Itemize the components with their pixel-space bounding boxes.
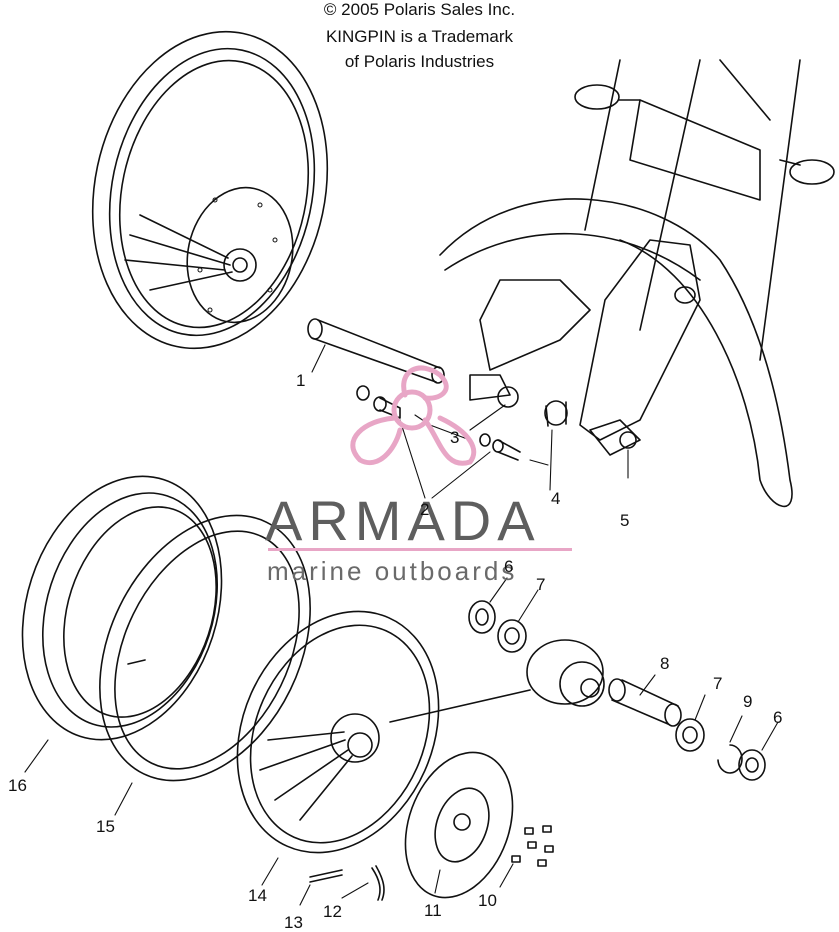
copyright-line-3: of Polaris Industries <box>344 52 495 71</box>
valve-parts <box>309 865 385 901</box>
callout-1: 1 <box>296 371 306 390</box>
rim-strip <box>99 514 311 782</box>
seals-and-bearings <box>468 600 766 781</box>
spacers-and-bolts <box>356 385 637 461</box>
watermark-divider <box>268 548 572 551</box>
callout-12: 12 <box>323 902 342 921</box>
hub <box>389 639 605 723</box>
callout-5: 5 <box>620 511 630 530</box>
disc-bolts <box>511 825 554 867</box>
copyright-line-1: © 2005 Polaris Sales Inc. <box>323 0 516 19</box>
tire <box>21 475 223 741</box>
callout-16: 16 <box>8 776 27 795</box>
callout-6-upper: 6 <box>504 557 514 576</box>
callout-11: 11 <box>424 901 442 920</box>
callout-14: 14 <box>248 886 267 905</box>
callout-4: 4 <box>551 489 561 508</box>
callout-10: 10 <box>478 891 497 910</box>
spacer-tube <box>608 678 682 727</box>
callout-7-upper: 7 <box>536 575 546 594</box>
callout-13: 13 <box>284 913 303 932</box>
axle <box>307 318 445 384</box>
callout-9: 9 <box>743 692 753 711</box>
watermark-tagline: marine outboards <box>267 556 518 586</box>
callout-15: 15 <box>96 817 115 836</box>
callout-8: 8 <box>660 654 670 673</box>
callout-7-right: 7 <box>713 674 723 693</box>
watermark-brand: ARMADA <box>265 489 541 552</box>
leader-lines-lower <box>24 577 779 906</box>
assembled-wheel-upper <box>91 30 329 350</box>
callout-3: 3 <box>450 428 460 447</box>
front-fork-assembly <box>439 59 835 508</box>
copyright-line-2: KINGPIN is a Trademark <box>325 27 514 46</box>
brake-disc <box>404 751 514 899</box>
watermark-logo-symbol <box>350 365 477 466</box>
callout-6-right: 6 <box>773 708 783 727</box>
callout-2: 2 <box>420 500 430 519</box>
wheel-rim <box>236 610 440 854</box>
